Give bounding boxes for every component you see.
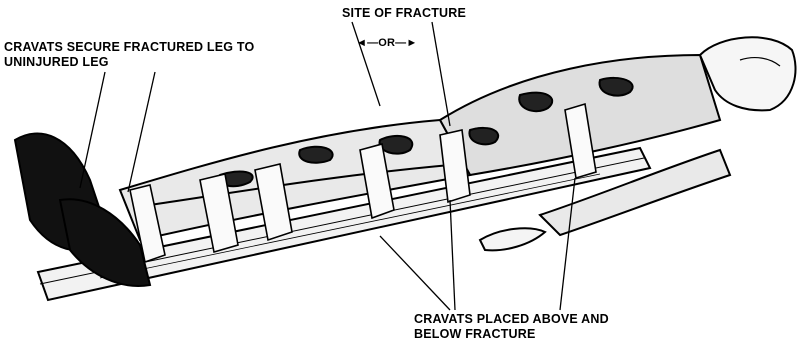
- caption-site-of-fracture: SITE OF FRACTURE: [342, 6, 466, 21]
- caption-cravats-above-below-line1: CRAVATS PLACED ABOVE AND: [414, 312, 609, 327]
- caption-cravats-secure: CRAVATS SECURE FRACTURED LEG TO UNINJURE…: [4, 40, 254, 70]
- caption-or-arrows: ◄—OR—►: [356, 36, 417, 51]
- caption-cravats-secure-line1: CRAVATS SECURE FRACTURED LEG TO: [4, 40, 254, 55]
- casualty-body: [15, 37, 796, 286]
- caption-cravats-above-below: CRAVATS PLACED ABOVE AND BELOW FRACTURE: [414, 312, 609, 342]
- caption-cravats-above-below-line2: BELOW FRACTURE: [414, 327, 609, 342]
- caption-cravats-secure-line2: UNINJURED LEG: [4, 55, 254, 70]
